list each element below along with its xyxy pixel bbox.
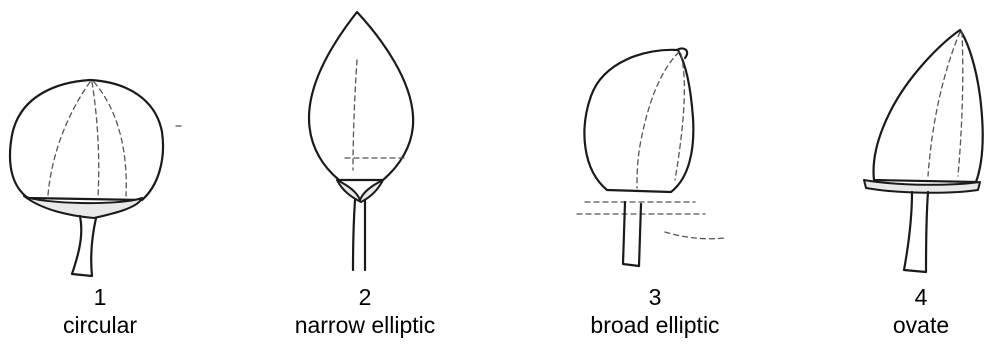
bud-panel-ovate: 4 ovate xyxy=(840,0,987,354)
shape-number: 4 xyxy=(856,283,986,311)
shape-label: narrow elliptic xyxy=(265,311,465,339)
caption-narrow-elliptic: 2 narrow elliptic xyxy=(265,283,465,339)
shape-number: 2 xyxy=(265,283,465,311)
shape-label: broad elliptic xyxy=(545,311,765,339)
bud-panel-circular: 1 circular xyxy=(0,0,200,354)
shape-number: 3 xyxy=(545,283,765,311)
shape-number: 1 xyxy=(0,283,200,311)
shape-label: ovate xyxy=(856,311,986,339)
bud-panel-broad-elliptic: 3 broad elliptic xyxy=(545,0,765,354)
caption-ovate: 4 ovate xyxy=(856,283,986,339)
caption-circular: 1 circular xyxy=(0,283,200,339)
shape-label: circular xyxy=(0,311,200,339)
caption-broad-elliptic: 3 broad elliptic xyxy=(545,283,765,339)
bud-panel-narrow-elliptic: 2 narrow elliptic xyxy=(265,0,465,354)
